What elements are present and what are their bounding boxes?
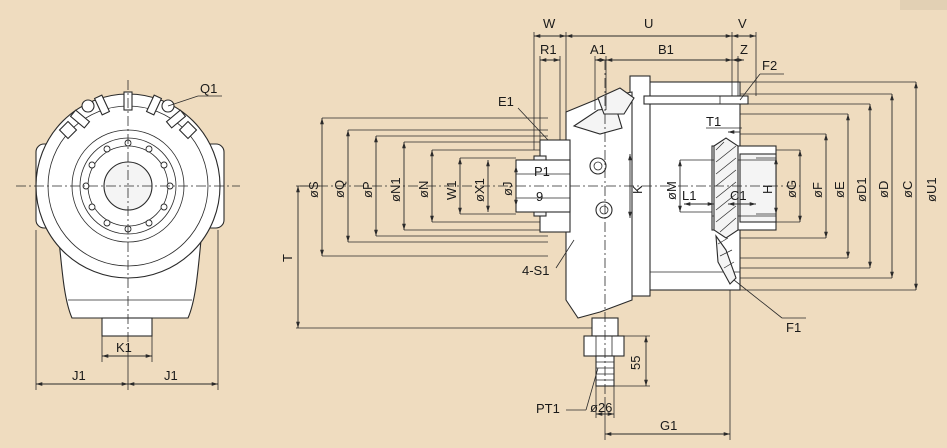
side-view [296, 32, 918, 440]
label-u1: øU1 [924, 177, 939, 202]
label-n1: øN1 [388, 177, 403, 202]
front-nozzle [101, 317, 153, 337]
hex-fitting [583, 335, 625, 357]
hatched-wall [713, 137, 739, 239]
label-g: øG [784, 180, 799, 198]
label-z: Z [740, 42, 748, 57]
label-v: V [738, 16, 747, 31]
dimension-labels: Q1 K1 J1 J1 W U V R1 A1 B1 Z F2 E1 T1 P1… [72, 16, 939, 433]
label-f: øF [810, 182, 825, 198]
label-d: øD [876, 181, 891, 198]
label-g1: G1 [660, 418, 677, 433]
label-l1: L1 [682, 188, 696, 203]
bolt-f2 [643, 95, 749, 105]
label-x1: øX1 [472, 178, 487, 202]
label-d1: øD1 [854, 177, 869, 202]
label-a1: A1 [590, 42, 606, 57]
label-4-s1: 4-S1 [522, 263, 549, 278]
label-t: T [280, 254, 295, 262]
label-f1: F1 [786, 320, 801, 335]
label-p: øP [360, 181, 375, 198]
label-n: øN [416, 181, 431, 198]
corner-strip [900, 0, 947, 10]
label-w: W [543, 16, 556, 31]
label-j1-left: J1 [72, 368, 86, 383]
label-q: øQ [332, 180, 347, 198]
label-c: øC [900, 181, 915, 198]
label-c1: C1 [730, 188, 747, 203]
label-t1: T1 [706, 114, 721, 129]
label-f2: F2 [762, 58, 777, 73]
label-b1: B1 [658, 42, 674, 57]
label-k1: K1 [116, 340, 132, 355]
label-26: ø26 [590, 400, 612, 415]
label-u: U [644, 16, 653, 31]
label-q1: Q1 [200, 81, 217, 96]
label-9: 9 [536, 189, 543, 204]
front-view [16, 80, 240, 390]
label-55: 55 [628, 356, 643, 370]
label-s: øS [306, 181, 321, 198]
label-pt1: PT1 [536, 401, 560, 416]
label-j: øJ [500, 182, 515, 196]
label-k: K [630, 185, 645, 194]
label-p1: P1 [534, 164, 550, 179]
label-r1: R1 [540, 42, 557, 57]
label-e1: E1 [498, 94, 514, 109]
label-j1-right: J1 [164, 368, 178, 383]
diameter-dimensions [320, 81, 918, 291]
label-h: H [760, 185, 775, 194]
label-m: øM [664, 181, 679, 200]
label-e: øE [832, 181, 847, 198]
label-w1: W1 [444, 181, 459, 201]
